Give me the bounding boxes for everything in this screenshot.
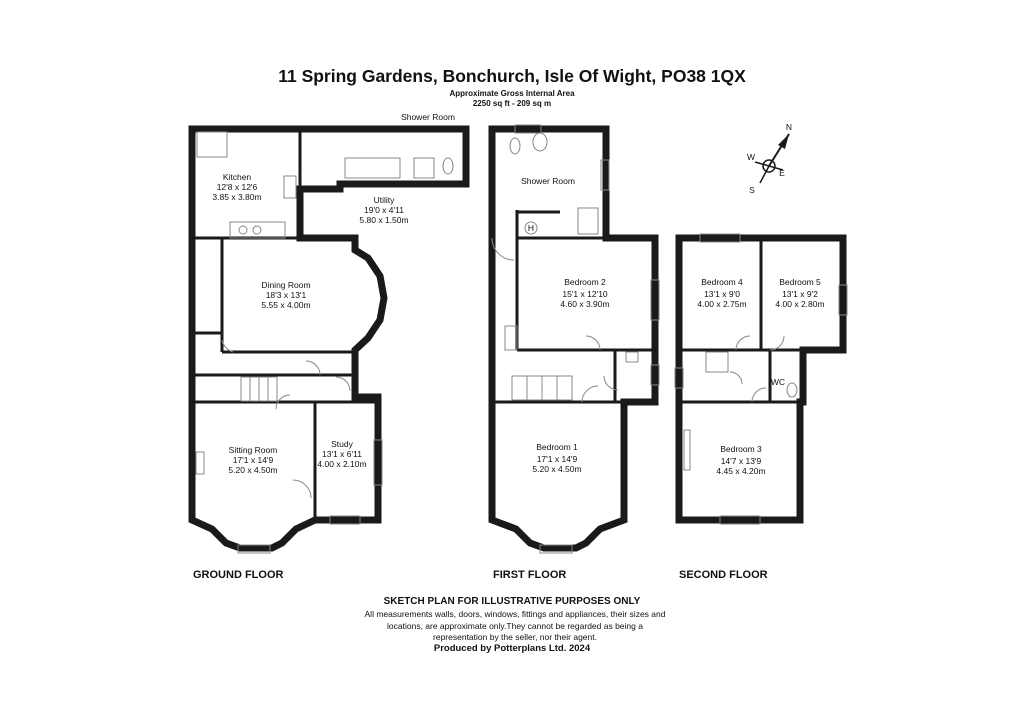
svg-text:18'3 x 13'1: 18'3 x 13'1	[266, 290, 307, 300]
producer-credit: Produced by Potterplans Ltd. 2024	[433, 643, 591, 654]
svg-text:4.00 x 2.80m: 4.00 x 2.80m	[775, 299, 824, 309]
svg-text:14'7 x 13'9: 14'7 x 13'9	[721, 456, 762, 466]
svg-text:13'1 x 9'2: 13'1 x 9'2	[782, 289, 818, 299]
svg-text:Bedroom 5: Bedroom 5	[779, 277, 821, 287]
ground-floor-fixtures	[195, 131, 454, 554]
svg-text:Dining Room: Dining Room	[261, 280, 310, 290]
ground-shower-room-label: Shower Room	[401, 112, 455, 122]
svg-text:Bedroom 3: Bedroom 3	[720, 444, 762, 454]
disclaimer-title: SKETCH PLAN FOR ILLUSTRATIVE PURPOSES ON…	[383, 596, 641, 607]
svg-text:Kitchen: Kitchen	[223, 172, 252, 182]
bedroom5-label: Bedroom 5 13'1 x 9'2 4.00 x 2.80m	[775, 277, 824, 309]
second-floor-fixtures	[674, 233, 848, 525]
first-floor-label: FIRST FLOOR	[493, 569, 567, 581]
dining-room-label: Dining Room 18'3 x 13'1 5.55 x 4.00m	[261, 280, 310, 310]
wc-label: WC	[771, 377, 785, 387]
ground-floor-label: GROUND FLOOR	[193, 569, 284, 581]
first-floor-walls	[488, 125, 659, 552]
ground-floor-walls	[188, 125, 470, 552]
utility-label: Utility 19'0 x 4'11 5.80 x 1.50m	[359, 195, 408, 225]
plan-title: 11 Spring Gardens, Bonchurch, Isle Of Wi…	[278, 66, 746, 86]
svg-text:13'1 x 9'0: 13'1 x 9'0	[704, 289, 740, 299]
svg-text:5.55 x 4.00m: 5.55 x 4.00m	[261, 300, 310, 310]
svg-text:Bedroom 2: Bedroom 2	[564, 277, 606, 287]
compass-icon	[754, 133, 790, 184]
bedroom2-label: Bedroom 2 15'1 x 12'10 4.60 x 3.90m	[560, 277, 609, 309]
svg-text:19'0 x 4'11: 19'0 x 4'11	[364, 205, 404, 215]
compass-n: N	[786, 122, 792, 132]
compass-w: W	[747, 152, 755, 162]
bedroom3-label: Bedroom 3 14'7 x 13'9 4.45 x 4.20m	[716, 444, 765, 476]
disclaimer-body: All measurements walls, doors, windows, …	[364, 609, 666, 642]
svg-text:5.80 x 1.50m: 5.80 x 1.50m	[359, 215, 408, 225]
svg-text:5.20 x 4.50m: 5.20 x 4.50m	[228, 465, 277, 475]
svg-text:4.00 x 2.75m: 4.00 x 2.75m	[697, 299, 746, 309]
svg-text:12'8 x 12'6: 12'8 x 12'6	[217, 182, 258, 192]
first-shower-room-label: Shower Room	[521, 176, 575, 186]
compass-e: E	[779, 168, 785, 178]
svg-text:Bedroom 4: Bedroom 4	[701, 277, 743, 287]
svg-text:Sitting Room: Sitting Room	[229, 445, 278, 455]
svg-text:3.85 x 3.80m: 3.85 x 3.80m	[212, 192, 261, 202]
svg-text:17'1 x 14'9: 17'1 x 14'9	[233, 455, 274, 465]
ground-floor-internal	[192, 129, 378, 520]
svg-text:13'1 x 6'11: 13'1 x 6'11	[322, 449, 362, 459]
area-value: 2250 sq ft - 209 sq m	[472, 99, 552, 108]
svg-text:5.20 x 4.50m: 5.20 x 4.50m	[532, 464, 581, 474]
svg-text:17'1 x 14'9: 17'1 x 14'9	[537, 454, 578, 464]
svg-text:15'1 x 12'10: 15'1 x 12'10	[562, 289, 608, 299]
first-floor-fixtures	[491, 124, 660, 554]
svg-text:4.45 x 4.20m: 4.45 x 4.20m	[716, 466, 765, 476]
area-label: Approximate Gross Internal Area	[449, 89, 575, 98]
cylinder-label: H	[528, 223, 534, 233]
bedroom1-label: Bedroom 1 17'1 x 14'9 5.20 x 4.50m	[532, 442, 581, 474]
svg-text:Study: Study	[331, 439, 353, 449]
compass-s: S	[749, 185, 755, 195]
svg-text:4.60 x 3.90m: 4.60 x 3.90m	[560, 299, 609, 309]
sitting-room-label: Sitting Room 17'1 x 14'9 5.20 x 4.50m	[228, 445, 277, 475]
svg-text:4.00 x 2.10m: 4.00 x 2.10m	[317, 459, 366, 469]
second-floor-internal	[679, 238, 803, 404]
kitchen-label: Kitchen 12'8 x 12'6 3.85 x 3.80m	[212, 172, 261, 202]
svg-text:Utility: Utility	[374, 195, 396, 205]
study-label: Study 13'1 x 6'11 4.00 x 2.10m	[317, 439, 366, 469]
bedroom4-label: Bedroom 4 13'1 x 9'0 4.00 x 2.75m	[697, 277, 746, 309]
svg-text:Bedroom 1: Bedroom 1	[536, 442, 578, 452]
second-floor-label: SECOND FLOOR	[679, 569, 768, 581]
